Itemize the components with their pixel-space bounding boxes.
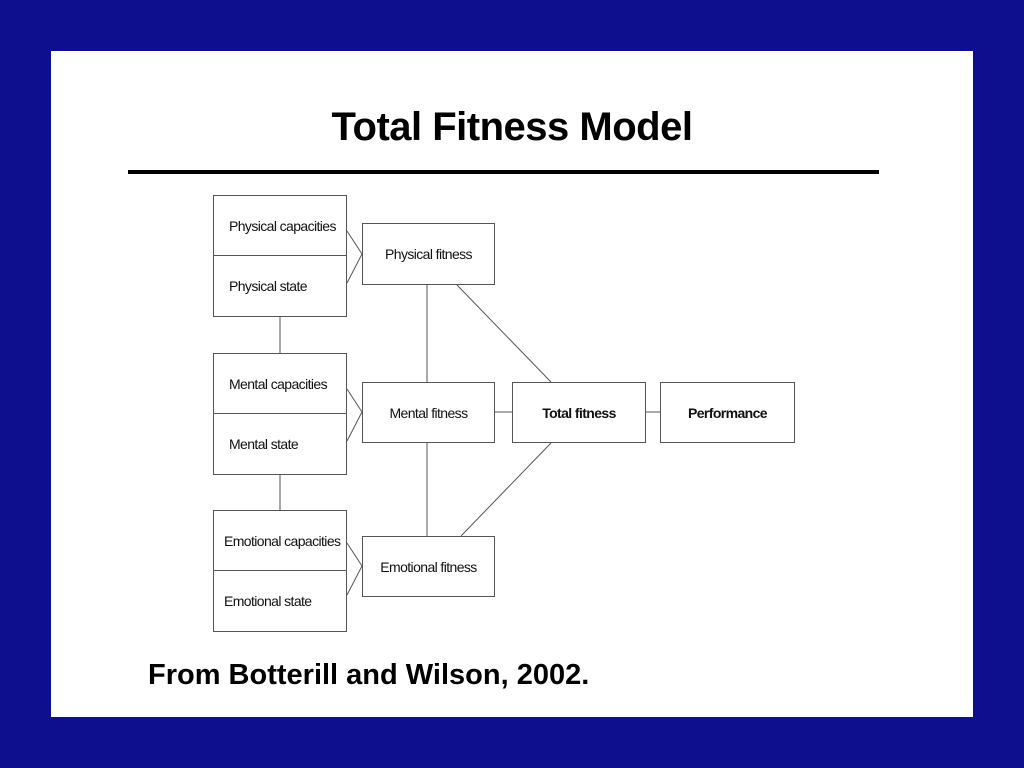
mental-fitness-node: Mental fitness [362,382,495,443]
mental-capacities-label: Mental capacities [214,354,346,414]
arrow-emotional-capacities [346,542,363,567]
physical-capacities-label: Physical capacities [214,196,346,256]
arrow-physical-state [346,253,363,284]
emotional-group-box: Emotional capacities Emotional state [213,510,347,632]
arrow-mental-capacities [346,388,363,413]
arrow-mental-state [346,411,363,442]
performance-node: Performance [660,382,795,443]
fitness-diagram: Physical capacities Physical state Menta… [51,51,973,717]
slide-title: Total Fitness Model [331,105,693,149]
physical-group-box: Physical capacities Physical state [213,195,347,317]
title-underline [128,170,879,174]
source-caption: From Botterill and Wilson, 2002. [148,659,590,691]
link-physical-total [456,284,552,383]
arrow-emotional-state [346,565,363,596]
arrow-physical-capacities [346,230,363,255]
emotional-capacities-label: Emotional capacities [214,511,346,571]
mental-state-label: Mental state [229,436,299,452]
slide: Total Fitness Model [51,51,973,717]
total-fitness-node: Total fitness [512,382,646,443]
emotional-fitness-node: Emotional fitness [362,536,495,597]
connector-lines [279,230,660,596]
mental-group-box: Mental capacities Mental state [213,353,347,475]
emotional-state-label: Emotional state [224,593,312,609]
link-emotional-total [460,442,552,537]
physical-state-label: Physical state [229,278,308,294]
physical-fitness-node: Physical fitness [362,223,495,285]
